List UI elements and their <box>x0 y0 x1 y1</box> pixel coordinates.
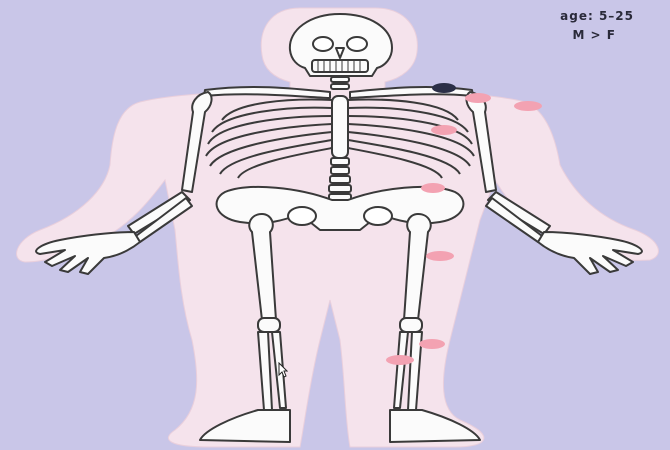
left-eye-socket <box>313 37 333 51</box>
lesion-ilium <box>421 183 445 193</box>
left-patella <box>258 318 280 332</box>
spine <box>329 158 351 201</box>
sternum <box>332 96 348 158</box>
lesion-tibia <box>386 355 414 365</box>
lesion-shoulder-dark <box>432 83 456 93</box>
sex-ratio-caption: M > F <box>572 28 616 42</box>
right-eye-socket <box>347 37 367 51</box>
right-patella <box>400 318 422 332</box>
lesion-rib <box>431 125 457 135</box>
lesion-proximal-tibia <box>419 339 445 349</box>
age-range-caption: age: 5–25 <box>560 9 634 23</box>
lesion-femur <box>426 251 454 261</box>
lesion-humerus <box>514 101 542 111</box>
lesion-proximal-humerus <box>465 93 491 103</box>
mouse-pointer-icon <box>278 362 288 378</box>
